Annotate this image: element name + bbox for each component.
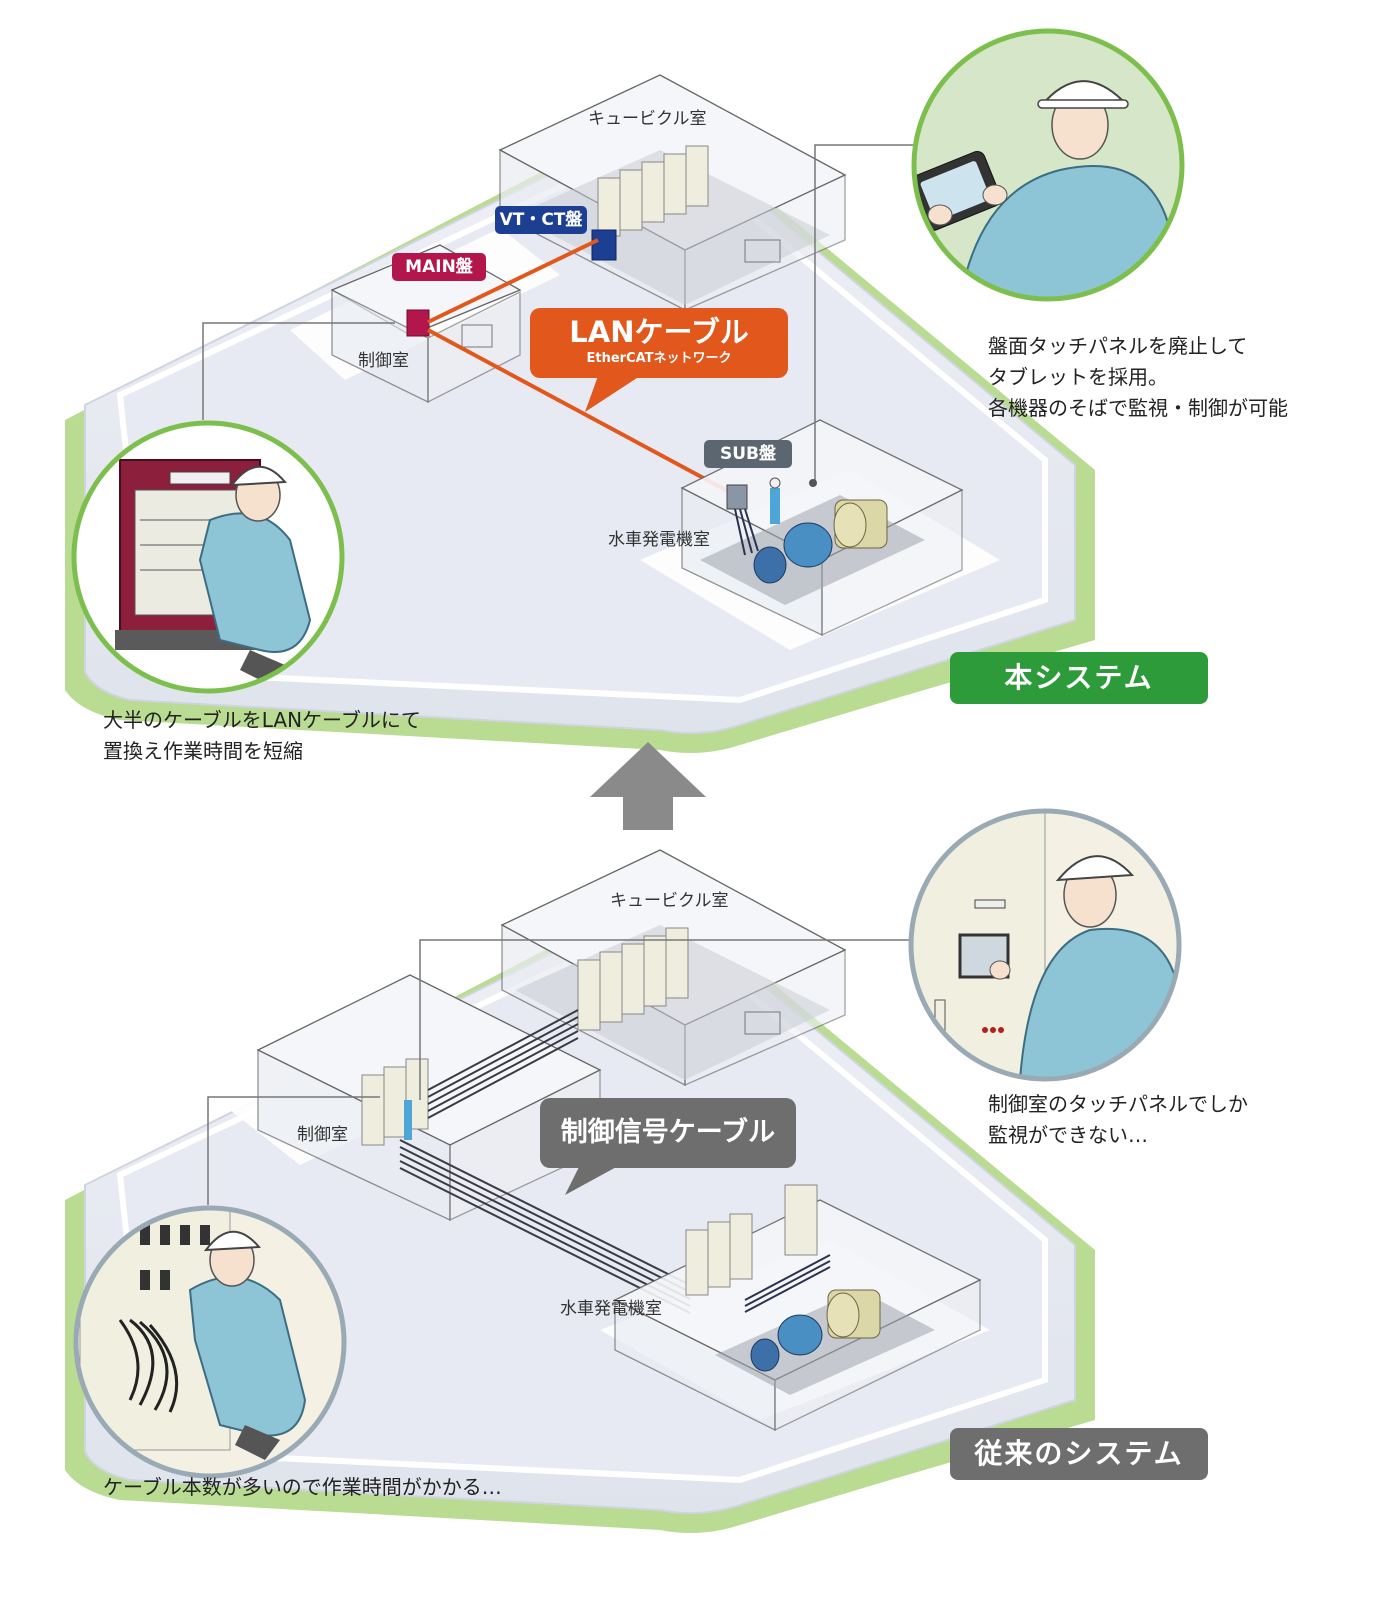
lan-cables [427, 238, 736, 497]
arrow-up-icon [590, 742, 706, 830]
old-caption-right: 制御室のタッチパネルでしか 監視ができない… [988, 1092, 1248, 1147]
old-system-badge: 従来のシステム [950, 1428, 1208, 1480]
signal-bubble-pointer [565, 1165, 620, 1195]
worker-with-tablet-icon [911, 28, 1185, 302]
signal-bubble-title: 制御信号ケーブル [560, 1117, 776, 1148]
new-cubicle-room [498, 74, 847, 312]
new-cubicle-room-label: キュービクル室 [588, 109, 707, 129]
sub-panel-tag: SUB盤 [704, 440, 792, 468]
control-signal-cables [399, 1009, 691, 1314]
old-turbine-room [613, 1184, 982, 1432]
lan-bubble-pointer [585, 376, 640, 412]
old-leader-lines [207, 939, 910, 1205]
new-control-room-label: 制御室 [358, 351, 409, 371]
main-panel-tag: MAIN盤 [392, 253, 486, 281]
new-turbine-room-label: 水車発電機室 [608, 530, 710, 550]
lan-bubble-title: LANケーブル [569, 315, 749, 349]
worker-at-panel-icon [71, 420, 345, 694]
new-system-badge: 本システム [950, 652, 1208, 704]
old-control-room [256, 974, 602, 1222]
old-turbine-room-label: 水車発電機室 [560, 1299, 662, 1319]
old-control-room-label: 制御室 [297, 1125, 348, 1145]
control-signal-cable-bubble: 制御信号ケーブル [540, 1098, 796, 1168]
new-leader-lines [202, 144, 915, 485]
vtct-panel-tag: VT・CT盤 [495, 206, 587, 234]
new-caption-right: 盤面タッチパネルを廃止して タブレットを採用。 各機器のそばで監視・制御が可能 [988, 334, 1288, 420]
worker-wiring-cables-icon [73, 1205, 347, 1479]
new-caption-left: 大半のケーブルをLANケーブルにて 置換え作業時間を短縮 [103, 708, 421, 763]
old-cubicle-room [500, 849, 847, 1087]
worker-at-touch-panel-icon [908, 808, 1182, 1082]
old-caption-left: ケーブル本数が多いので作業時間がかかる… [103, 1475, 502, 1499]
lan-bubble-subtitle: EtherCATネットワーク [586, 351, 732, 366]
old-cubicle-room-label: キュービクル室 [610, 891, 729, 911]
lan-cable-bubble: LANケーブル EtherCATネットワーク [530, 308, 788, 378]
